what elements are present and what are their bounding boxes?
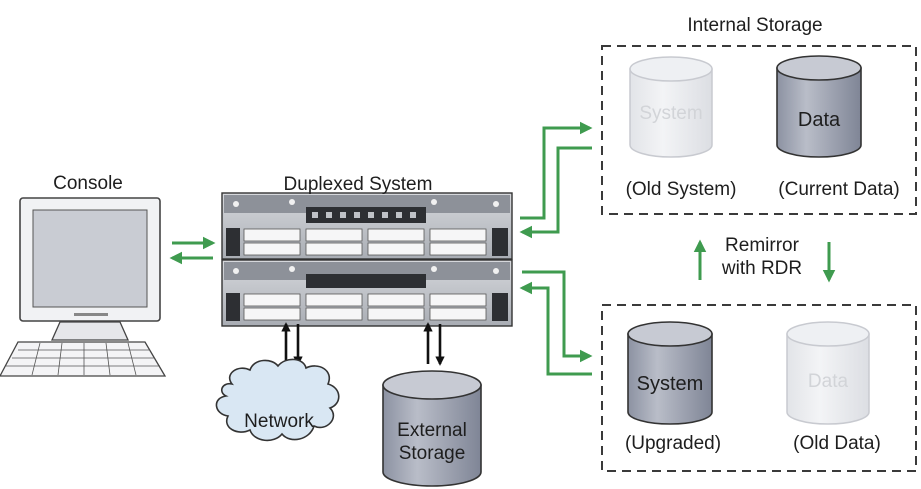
internal-storage-title: Internal Storage	[687, 15, 823, 36]
current-data-cylinder-icon	[776, 55, 862, 158]
system-internal-storage-arrows	[519, 121, 593, 239]
old-system-caption: (Old System)	[625, 179, 737, 200]
console-computer-icon	[0, 197, 167, 377]
upgraded-system-cylinder-icon	[627, 321, 713, 425]
remirror-label-line1: Remirror	[725, 235, 799, 256]
old-data-caption: (Old Data)	[793, 433, 881, 454]
system-external-storage-arrows	[423, 322, 445, 366]
upgraded-storage-box	[601, 304, 917, 472]
network-cloud-icon	[215, 358, 340, 442]
current-data-cylinder-label: Data	[797, 109, 841, 131]
external-storage-label-line1: External	[397, 420, 467, 441]
console-system-arrows	[169, 236, 216, 265]
old-system-cylinder-icon	[629, 56, 713, 158]
console-label: Console	[53, 173, 123, 194]
upgraded-caption: (Upgraded)	[624, 433, 722, 454]
duplexed-system-label: Duplexed System	[283, 174, 433, 195]
old-system-cylinder-label: System	[639, 103, 703, 124]
external-storage-label-line2: Storage	[398, 443, 466, 464]
system-upgraded-storage-arrows	[519, 270, 593, 376]
old-data-cylinder-label: Data	[807, 371, 849, 392]
current-data-caption: (Current Data)	[778, 179, 900, 200]
duplexed-system-servers-icon	[221, 192, 513, 327]
network-label: Network	[244, 411, 314, 432]
remirror-arrows	[693, 239, 836, 283]
internal-storage-box	[601, 45, 917, 215]
remirror-label-line2: with RDR	[721, 258, 803, 279]
old-data-cylinder-icon	[786, 321, 870, 425]
system-network-arrows	[281, 322, 303, 366]
external-storage-cylinder-icon	[382, 370, 482, 487]
upgraded-system-cylinder-label: System	[636, 373, 704, 395]
